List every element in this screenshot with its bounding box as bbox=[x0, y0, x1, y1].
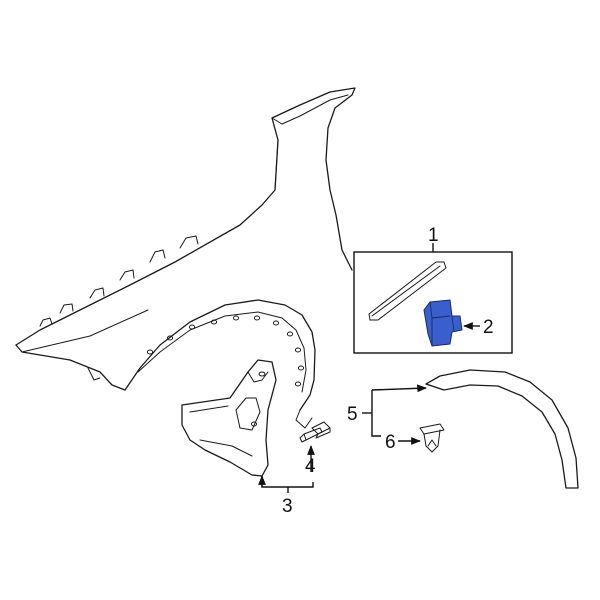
callout-5: 5 bbox=[347, 404, 358, 425]
callout-2: 2 bbox=[483, 317, 494, 338]
fender-panel bbox=[15, 87, 356, 429]
arch-holes bbox=[146, 315, 305, 387]
screw bbox=[299, 421, 331, 443]
callout-1: 1 bbox=[428, 225, 439, 246]
part-1-box bbox=[353, 243, 513, 354]
moulding-strip bbox=[368, 261, 447, 321]
mud-flap bbox=[181, 359, 277, 477]
wheel-arch-molding bbox=[425, 369, 579, 489]
callout-4: 4 bbox=[305, 456, 316, 477]
callout-6: 6 bbox=[385, 432, 396, 453]
part-2-clip bbox=[423, 299, 463, 347]
callout-3: 3 bbox=[282, 496, 293, 517]
mounting-tabs bbox=[39, 235, 199, 327]
push-clip bbox=[419, 423, 445, 453]
